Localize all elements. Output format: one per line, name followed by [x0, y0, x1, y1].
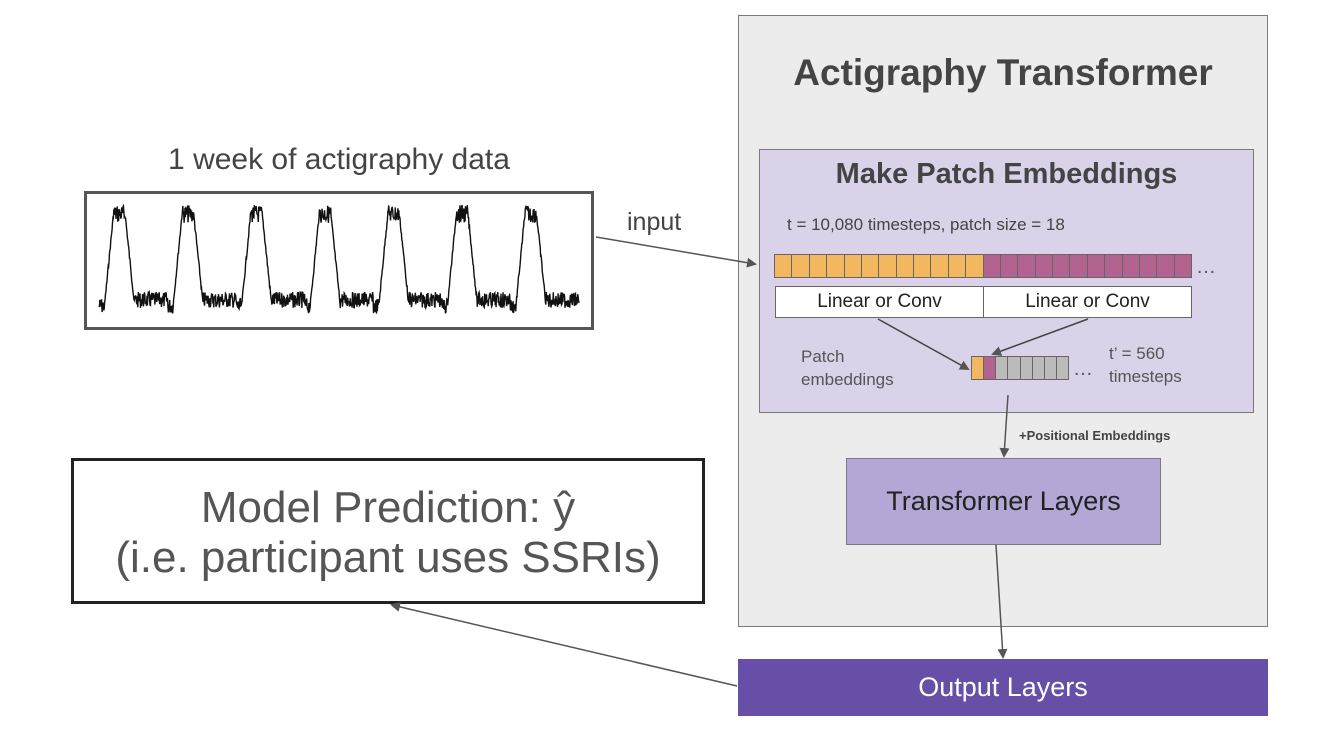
- input-arrow: [595, 236, 757, 268]
- timestep-cell: [844, 255, 862, 277]
- embedding-cell: [1008, 357, 1021, 379]
- timestep-cell: [948, 255, 967, 277]
- actigraphy-signal-box: [84, 191, 594, 330]
- timestep-strip-ellipsis: …: [1196, 256, 1217, 278]
- embedding-cell: [972, 357, 985, 379]
- timestep-strip: [774, 254, 1192, 278]
- timestep-cell: [914, 255, 932, 277]
- positional-embeddings-label: +Positional Embeddings: [1019, 428, 1171, 443]
- linear-left-to-embedding-arrow: [877, 318, 970, 370]
- output-layers-box: Output Layers: [738, 659, 1268, 716]
- timestep-cell: [1018, 255, 1036, 277]
- actigraphy-data-title: 1 week of actigraphy data: [168, 143, 510, 176]
- timestep-cell: [861, 255, 880, 277]
- timestep-cell: [809, 255, 828, 277]
- transformer-layers-box: Transformer Layers: [846, 458, 1161, 545]
- timestep-cell: [879, 255, 897, 277]
- timestep-cell: [966, 255, 984, 277]
- patch-embeddings-label-line1: Patch: [801, 347, 845, 366]
- timestep-cell: [896, 255, 914, 277]
- output-to-prediction-arrow: [390, 601, 738, 687]
- panel-title: Actigraphy Transformer: [793, 52, 1213, 93]
- actigraphy-signal-trace: [98, 203, 580, 314]
- timestep-cell: [1157, 255, 1175, 277]
- timestep-cell: [1070, 255, 1088, 277]
- actigraphy-signal-plot: [98, 203, 580, 314]
- timestep-cell: [792, 255, 810, 277]
- prediction-line2: (i.e. participant uses SSRIs): [115, 533, 661, 582]
- timestep-cell: [1174, 255, 1191, 277]
- patch-embeddings-title: Make Patch Embeddings: [835, 158, 1178, 190]
- embedding-cell: [1020, 357, 1033, 379]
- timestep-cell: [1035, 255, 1053, 277]
- linear-conv-box-left: Linear or Conv: [775, 286, 984, 318]
- linear-right-to-embedding-arrow: [991, 318, 1089, 356]
- timestep-cell: [1105, 255, 1123, 277]
- patch-embeddings-label: Patch embeddings: [801, 345, 894, 391]
- timestep-cell: [1000, 255, 1019, 277]
- prediction-line1: Model Prediction: ŷ: [200, 483, 576, 532]
- timestep-cell: [1087, 255, 1106, 277]
- timestep-cell: [1139, 255, 1158, 277]
- reduced-timesteps-line2: timesteps: [1109, 367, 1182, 386]
- embedding-cell: [1032, 357, 1045, 379]
- embedding-cell: [996, 357, 1009, 379]
- linear-conv-box-right: Linear or Conv: [983, 286, 1192, 318]
- reduced-timesteps-line1: t’ = 560: [1109, 344, 1165, 363]
- transformer-to-output-arrow: [995, 544, 1008, 659]
- embedding-cell: [984, 357, 997, 379]
- timestep-cell: [1053, 255, 1071, 277]
- patch-embeddings-label-line2: embeddings: [801, 370, 894, 389]
- timestep-cell: [983, 255, 1001, 277]
- embedding-cell: [1056, 357, 1068, 379]
- timestep-cell: [931, 255, 949, 277]
- timestep-cell: [775, 255, 793, 277]
- embedding-cell: [1044, 357, 1057, 379]
- timesteps-label: t = 10,080 timesteps, patch size = 18: [787, 215, 1065, 234]
- embedding-to-transformer-arrow: [999, 394, 1010, 458]
- timestep-cell: [827, 255, 845, 277]
- embedding-strip: [971, 356, 1069, 380]
- reduced-timesteps-label: t’ = 560 timesteps: [1109, 342, 1182, 388]
- embedding-strip-ellipsis: …: [1073, 358, 1094, 380]
- timestep-cell: [1122, 255, 1140, 277]
- model-prediction-box: Model Prediction: ŷ (i.e. participant us…: [71, 458, 705, 604]
- input-arrow-label: input: [627, 208, 682, 236]
